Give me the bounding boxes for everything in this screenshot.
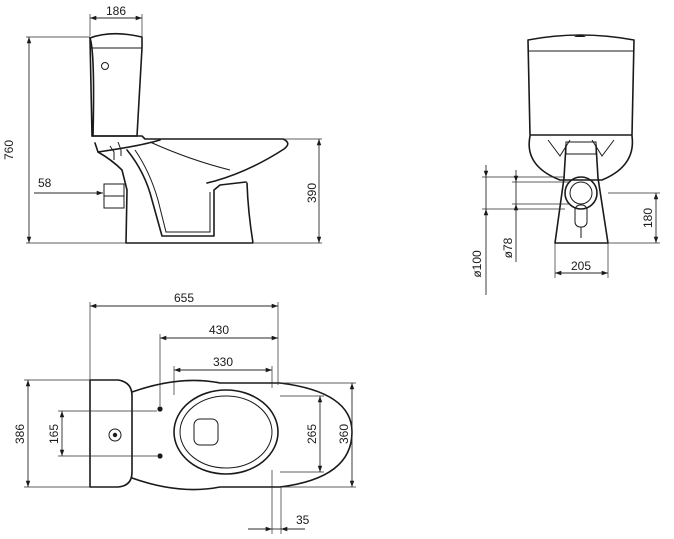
bowl-top bbox=[131, 379, 353, 491]
dim-tank-depth: 186 bbox=[106, 4, 126, 18]
top-view: 655 430 330 386 165 265 360 bbox=[13, 291, 356, 534]
dim-bowl-outer-width: 360 bbox=[337, 424, 351, 444]
bowl-front bbox=[528, 135, 634, 244]
fixing-hole-top bbox=[157, 406, 163, 412]
cistern-tank-side bbox=[89, 32, 143, 137]
flush-button-top-icon bbox=[108, 428, 122, 442]
dim-bowl-inner-width: 265 bbox=[305, 424, 319, 444]
cistern-tank-top bbox=[89, 379, 133, 488]
flush-button-icon bbox=[101, 62, 109, 70]
dim-fixing-to-rear: 430 bbox=[209, 323, 229, 337]
bowl-side bbox=[94, 139, 254, 244]
dim-fixing-spacing: 165 bbox=[47, 424, 61, 444]
dim-bowl-length: 330 bbox=[213, 355, 233, 369]
dim-total-length: 655 bbox=[174, 291, 194, 305]
dim-outlet-height: 180 bbox=[641, 208, 655, 228]
cistern-tank-front bbox=[527, 34, 635, 136]
fixing-hole-bottom bbox=[157, 453, 163, 459]
dim-total-width: 386 bbox=[13, 424, 27, 444]
front-view: 180 ø100 ø78 205 bbox=[470, 34, 660, 295]
outlet-outer-circle bbox=[564, 176, 598, 210]
dim-outlet-inner: ø78 bbox=[501, 237, 515, 258]
seat-side bbox=[91, 135, 289, 184]
seat-top bbox=[173, 389, 279, 475]
drain-opening bbox=[193, 418, 219, 446]
dim-total-height: 760 bbox=[2, 140, 16, 160]
dim-rim-offset: 35 bbox=[296, 513, 310, 527]
dim-inlet-height: 58 bbox=[38, 176, 52, 190]
dim-seat-height: 390 bbox=[305, 183, 319, 203]
dim-outlet-outer: ø100 bbox=[470, 250, 484, 278]
dim-base-width: 205 bbox=[571, 259, 591, 273]
side-view: 186 760 58 390 bbox=[2, 4, 322, 244]
